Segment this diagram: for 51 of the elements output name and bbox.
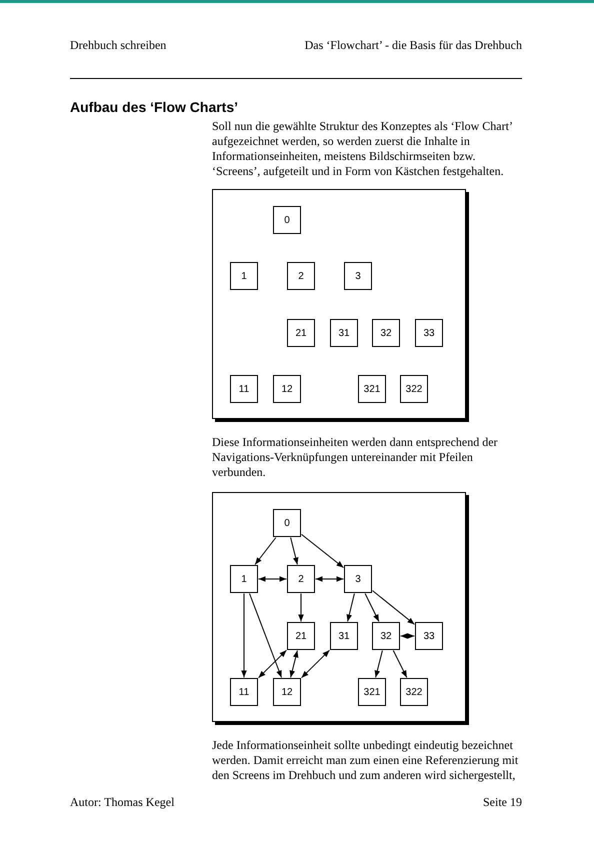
paragraph: Jede Informationseinheit sollte unbedingt eindeutig bezeichnet werden. Damit erreicht man zum einen eine Referenzierung mit den Screens im Drehbuch und zum anderen wird sichergestellt, [212,738,520,783]
arrow [290,537,298,565]
arrow [392,650,408,678]
screen-box: 3 [344,565,372,593]
screen-box: 3 [344,262,372,290]
screen-box: 0 [273,509,301,537]
footer-text: Autor: Thomas Kegel [70,795,176,810]
arrow [301,534,344,568]
screen-box: 12 [273,678,301,706]
screen-box: 2 [287,565,315,593]
screen-box: 31 [330,319,358,347]
screen-box: 32 [372,622,400,650]
arrow [290,650,298,678]
screen-box: 322 [400,375,428,403]
arrow [249,593,282,678]
arrow [298,593,304,622]
header-text: Das ‘Flowchart’ - die Basis für das Drehbuch [304,38,522,53]
arrow [372,590,415,625]
screen-box: 322 [400,678,428,706]
section-heading: Aufbau des ‘Flow Charts’ [70,99,238,116]
arrow [258,576,287,582]
arrow [258,650,287,678]
screen-box: 12 [273,375,301,403]
screen-box: 32 [372,319,400,347]
screen-box: 0 [273,206,301,234]
screen-box: 321 [358,678,386,706]
header-text: Drehbuch schreiben [70,38,168,53]
screen-box: 33 [415,319,443,347]
diagram-frame [212,492,466,722]
arrow [301,650,330,678]
arrow [346,593,355,622]
screen-box: 1 [230,262,258,290]
screen-box: 2 [287,262,315,290]
arrow [254,537,276,565]
arrow [374,650,383,678]
arrow [241,593,247,678]
paragraph: Soll nun die gewählte Struktur des Konzeptes als ‘Flow Chart’ aufgezeichnet werden, so werden zuerst die Inhalte in Informationseinheiten, meistens Bildschirmseiten bzw. ‘Screens’, aufgeteilt und in Form von Kästchen festgehalten. [212,119,514,179]
arrow [400,633,415,639]
diagram-frame [212,189,466,419]
paragraph: Diese Informationseinheiten werden dann entsprechend der Navigations-Verknüpfungen untereinander mit Pfeilen verbunden. [212,435,499,480]
screen-box: 21 [287,622,315,650]
screen-box: 321 [358,375,386,403]
arrow [364,593,380,622]
screen-box: 11 [230,678,258,706]
page-number: Seite 19 [482,795,522,810]
arrow [315,576,344,582]
screen-box: 31 [330,622,358,650]
screen-box: 33 [415,622,443,650]
screen-box: 1 [230,565,258,593]
screen-box: 21 [287,319,315,347]
screen-box: 11 [230,375,258,403]
